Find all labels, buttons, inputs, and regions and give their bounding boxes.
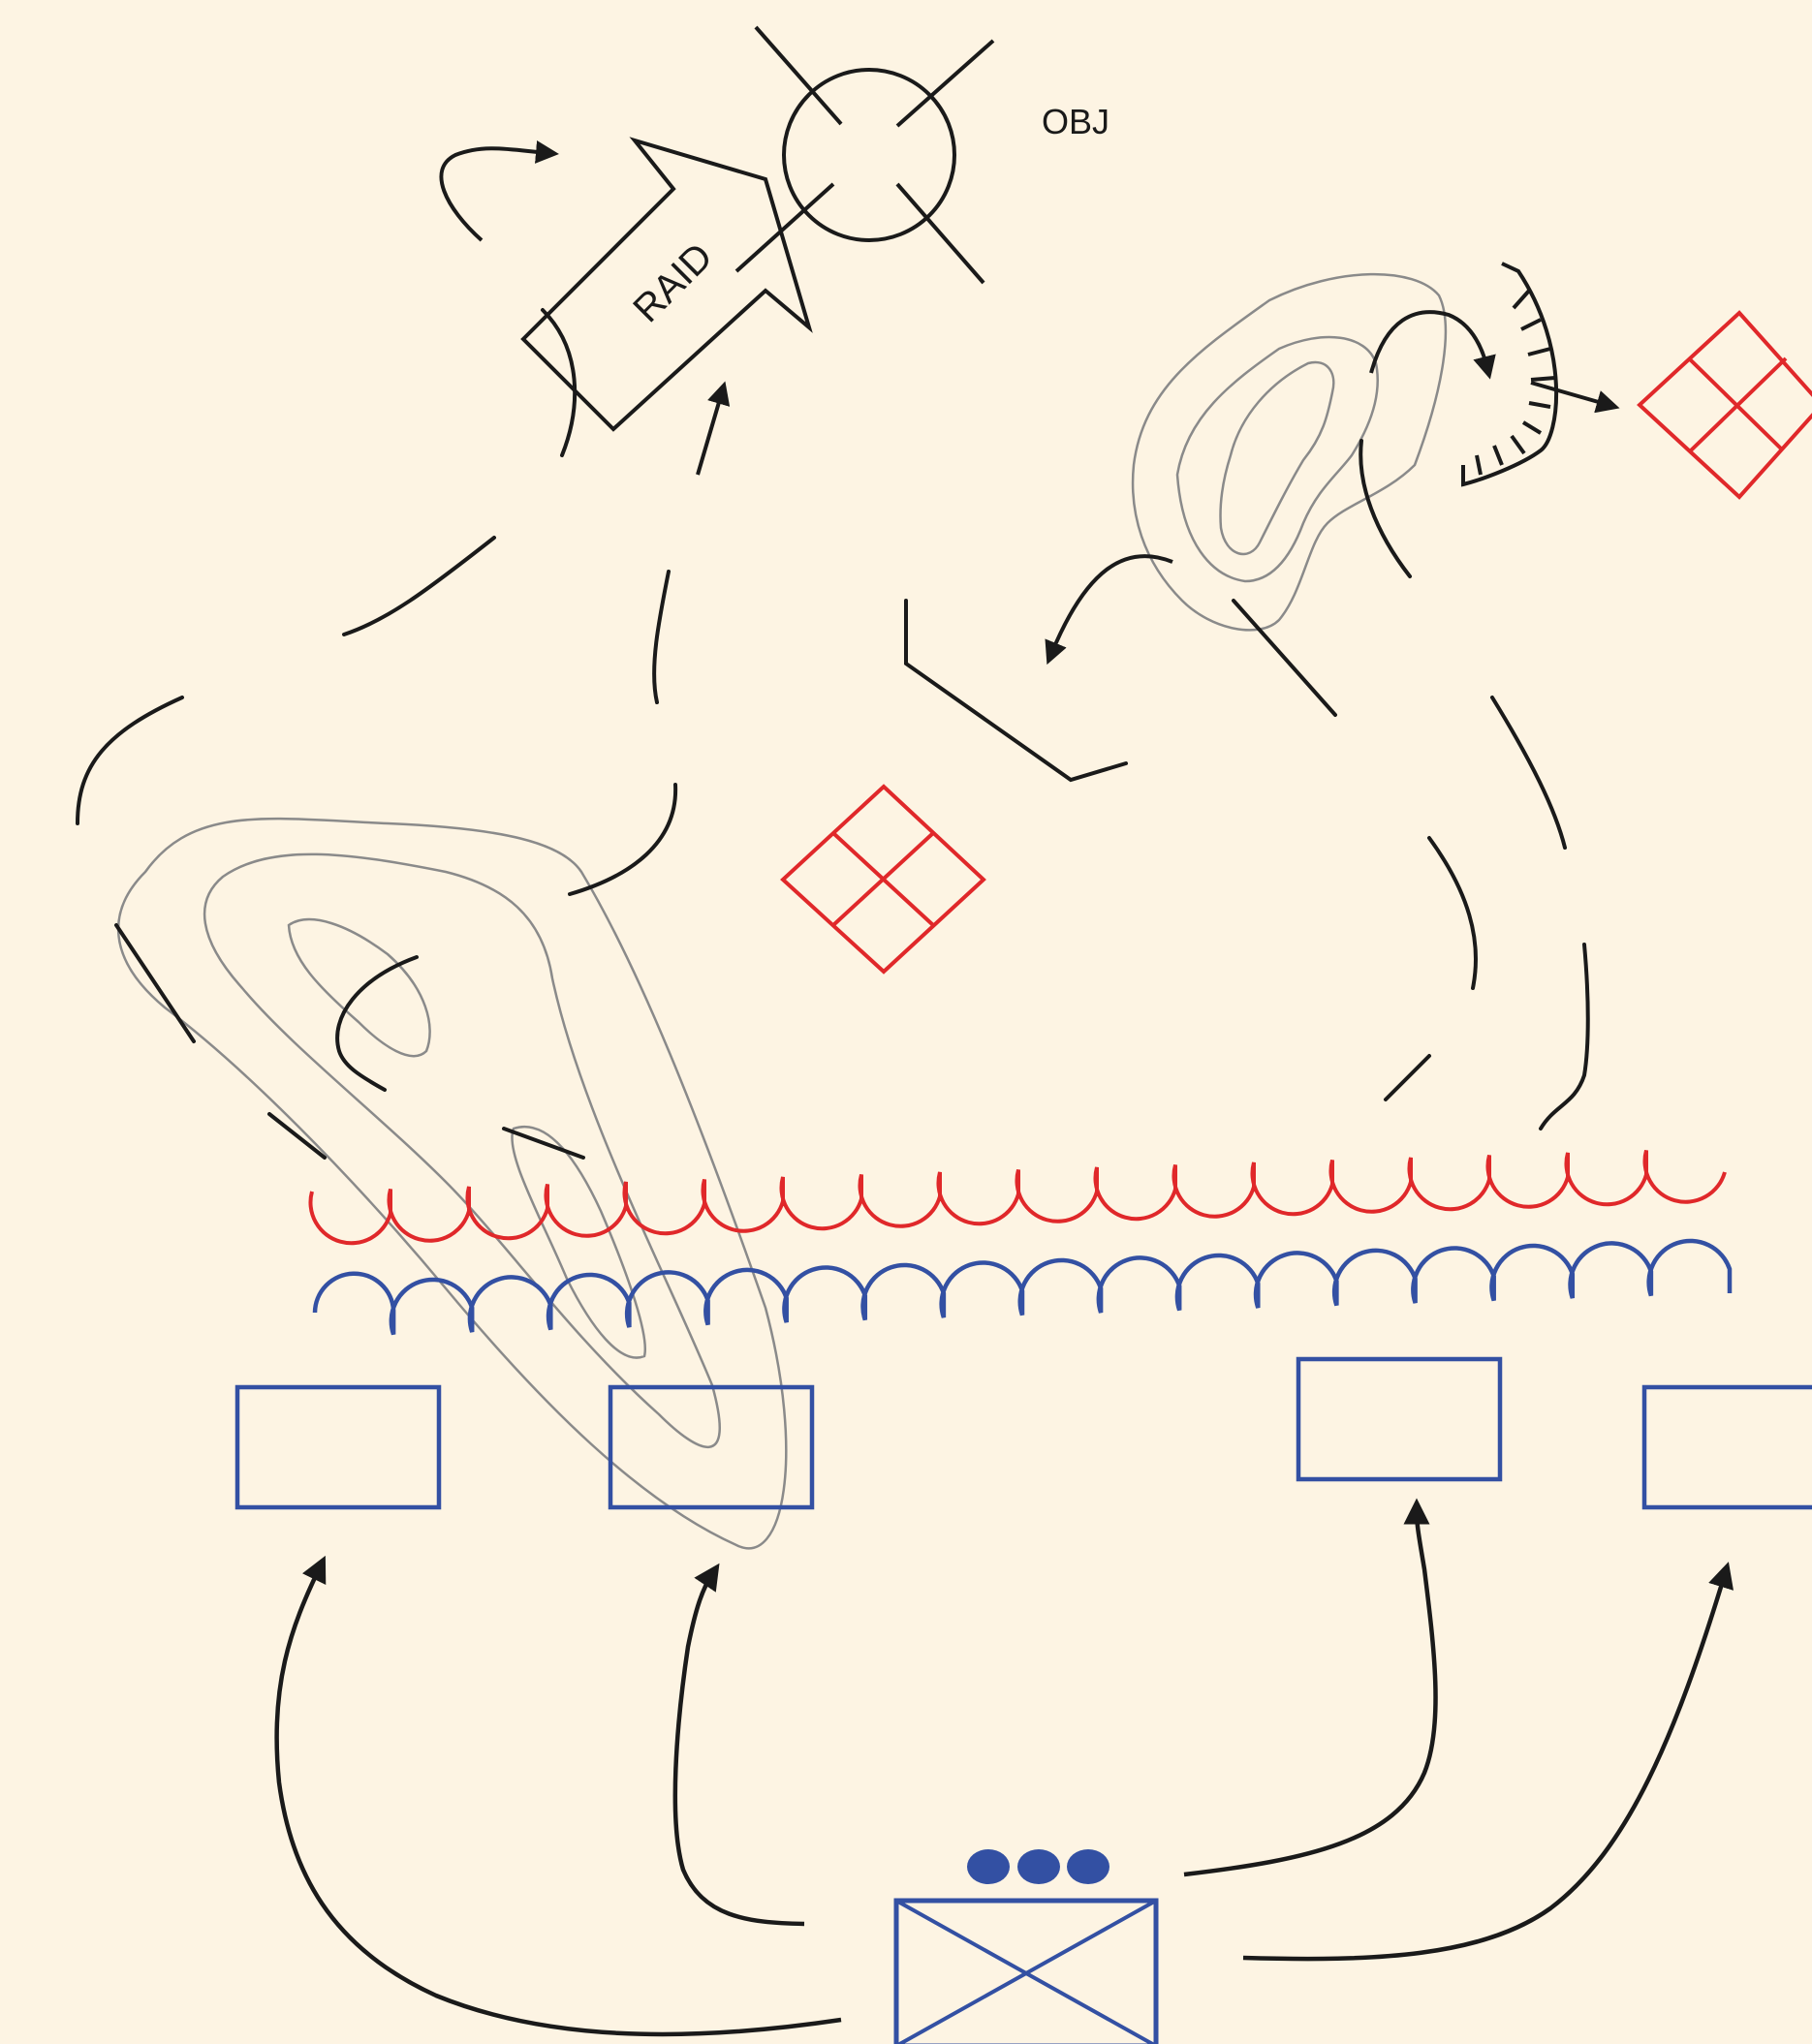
friendly-obstacle-line <box>312 1238 1733 1336</box>
raid-entry-arrow <box>696 381 731 476</box>
friendly-command-icon <box>893 1849 1159 2044</box>
friendly-unit-4 <box>1641 1384 1812 1510</box>
friendly-unit-1 <box>234 1384 442 1510</box>
screen-arc-icon <box>1461 262 1559 487</box>
terrain-contours-left <box>116 817 788 1550</box>
counterattack-arrow <box>1045 554 1173 666</box>
objective-circle-icon <box>782 68 956 242</box>
enemy-obstacle-line <box>308 1149 1727 1246</box>
route-lines <box>76 308 1590 1160</box>
friendly-unit-2 <box>608 1384 815 1510</box>
screen-approach-arrow <box>1369 310 1496 380</box>
raid-approach-arrow <box>439 140 559 242</box>
screen-exit-arrow <box>1530 381 1620 414</box>
terrain-contours-right <box>1131 272 1448 632</box>
friendly-units <box>234 1356 1812 1510</box>
enemy-unit-icon <box>780 784 986 975</box>
objective-symbol <box>734 25 995 285</box>
objective-label: OBJ <box>1042 102 1109 141</box>
enemy-unit-icon <box>1637 310 1812 500</box>
friendly-unit-3 <box>1296 1356 1503 1482</box>
deployment-arrows <box>274 1498 1734 2037</box>
